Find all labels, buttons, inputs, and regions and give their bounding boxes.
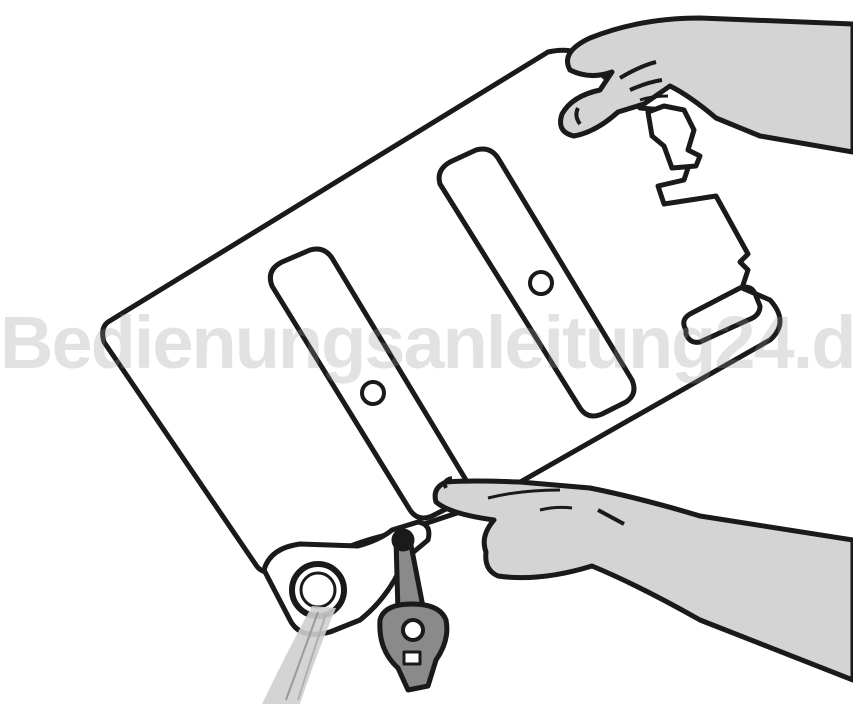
hand-icon — [435, 478, 853, 680]
